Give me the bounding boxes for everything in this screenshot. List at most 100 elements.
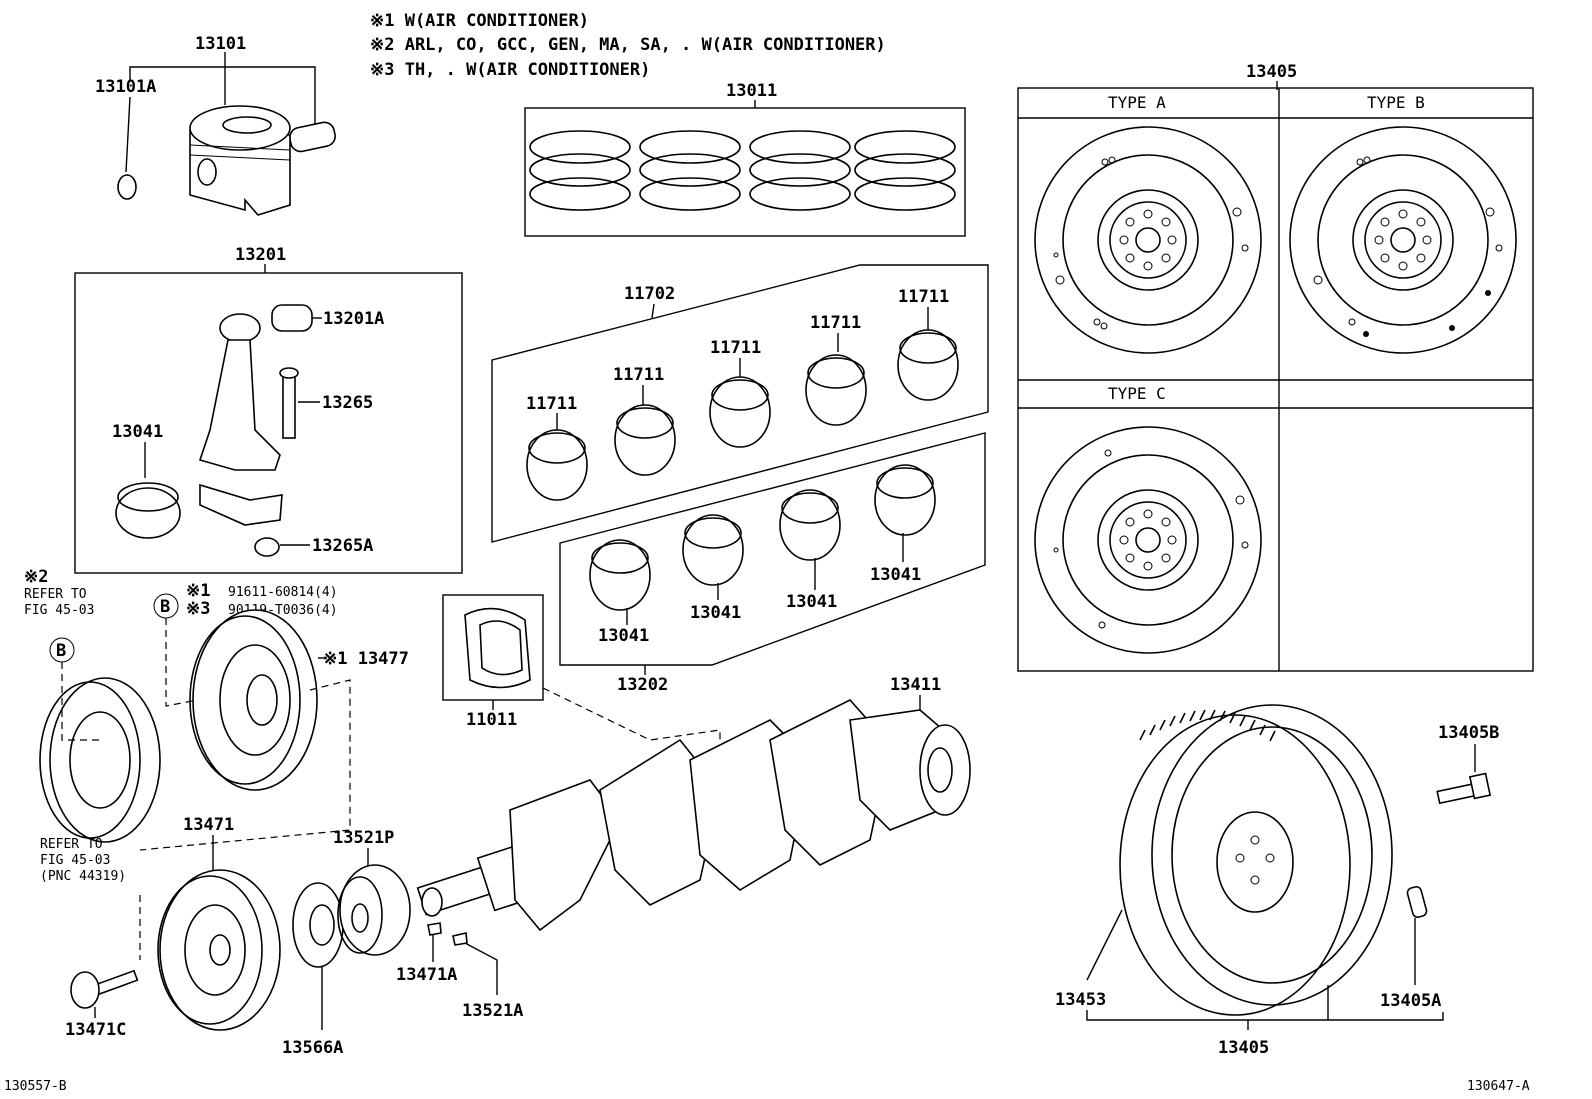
ring-set-2-icon [639,130,741,211]
rod-bearings-group: 13041 13041 13041 13041 13202 [559,432,986,695]
rod-bearing-2-icon [682,514,744,586]
label-13405-bottom[interactable]: 13405 [1218,1038,1269,1058]
label-13041-1[interactable]: 13041 [598,626,649,646]
pulley-13477-icon [189,609,318,791]
label-11711-2[interactable]: 11711 [613,365,664,385]
piston-group: 13101 13101A [95,34,336,216]
label-13041-rod[interactable]: 13041 [112,422,163,442]
note-3: ※3 TH, . W(AIR CONDITIONER) [370,60,650,80]
label-11711-4[interactable]: 11711 [810,313,861,333]
label-13471c[interactable]: 13471C [65,1020,126,1040]
key-13521a-icon [452,932,468,946]
main-bearing-5-icon [897,329,959,401]
label-13411[interactable]: 13411 [890,675,941,695]
label-13101a[interactable]: 13101A [95,77,156,97]
note-1: ※1 W(AIR CONDITIONER) [370,11,589,31]
label-13521p[interactable]: 13521P [333,828,394,848]
flywheel-bolt-icon [1436,772,1492,805]
label-13453[interactable]: 13453 [1055,990,1106,1010]
flywheel-group: 13453 13405 13405B 13405A [1055,704,1499,1058]
bolts-note-mark1: ※1 [186,581,210,601]
label-11711-3[interactable]: 11711 [710,338,761,358]
ring-set-1-icon [529,130,631,211]
crank-front-group: 13471 13471C 13566A 13521P 1 [65,815,523,1058]
label-13405-top[interactable]: 13405 [1246,62,1297,82]
refer-bottom-line3[interactable]: (PNC 44319) [40,869,126,884]
main-bearing-3-icon [709,376,771,448]
label-13405b[interactable]: 13405B [1438,723,1499,743]
piston-rings-group: 13011 [524,81,966,237]
snap-ring-icon [117,174,137,200]
label-13101[interactable]: 13101 [195,34,246,54]
rod-bearing-icon [115,482,181,539]
pulley-left-icon [39,677,161,843]
label-11711-1[interactable]: 11711 [526,394,577,414]
label-13471a[interactable]: 13471A [396,965,457,985]
label-13265a[interactable]: 13265A [312,536,373,556]
label-13041-4[interactable]: 13041 [870,565,921,585]
label-13041-2[interactable]: 13041 [690,603,741,623]
timing-gear-icon [337,864,411,956]
rod-nut-icon [254,537,280,557]
label-13265[interactable]: 13265 [322,393,373,413]
bolts-note-line1[interactable]: 91611-60814(4) [228,585,338,600]
flywheel-type-b-icon [1289,126,1517,354]
label-11711-5[interactable]: 11711 [898,287,949,307]
label-13477[interactable]: ※1 13477 [323,649,409,669]
footer-left-id: 130557-B [4,1079,67,1094]
callout-b-mid-text: B [160,597,170,617]
callout-b-left-text: B [56,641,66,661]
rod-bearing-4-icon [874,464,936,536]
flywheel-types-group: 13405 TYPE A TYPE B TYPE C [1017,62,1534,672]
label-13566a[interactable]: 13566A [282,1038,343,1058]
label-13011[interactable]: 13011 [726,81,777,101]
ring-set-3-icon [749,130,851,211]
connecting-rod-group: 13201 13201A 13265 13041 13265A [74,245,463,574]
main-bearings-group: 11702 11711 11711 11711 11711 11711 [491,264,989,543]
type-c-header: TYPE C [1108,384,1166,403]
spacer-icon [292,882,344,968]
label-13471[interactable]: 13471 [183,815,234,835]
note-2: ※2 ARL, CO, GCC, GEN, MA, SA, . W(AIR CO… [370,35,886,55]
rod-bearing-1-icon [589,539,651,611]
type-b-header: TYPE B [1367,93,1425,112]
refer-top-line2[interactable]: FIG 45-03 [24,603,94,618]
label-13201[interactable]: 13201 [235,245,286,265]
main-bearing-2-icon [614,404,676,476]
notes-block: ※1 W(AIR CONDITIONER) ※2 ARL, CO, GCC, G… [370,11,886,80]
label-13041-3[interactable]: 13041 [786,592,837,612]
rod-bearing-box [559,432,986,666]
rod-bearing-3-icon [779,489,841,561]
refer-bottom-line2[interactable]: FIG 45-03 [40,853,110,868]
refer-top-mark: ※2 [24,567,48,587]
bushing-icon [271,304,313,332]
pulleys-group: ※2 REFER TO FIG 45-03 B B ※1 ※3 91611-60… [24,567,409,884]
flywheel-type-c-icon [1034,426,1262,654]
label-13202[interactable]: 13202 [617,675,668,695]
rod-bolt-icon [282,372,296,439]
label-13201a[interactable]: 13201A [323,309,384,329]
crankshaft-icon [416,699,971,932]
bolts-note-mark3: ※3 [186,599,210,619]
key-13471a-icon [427,922,442,936]
ring-set-4-icon [854,130,956,211]
main-bearing-1-icon [526,429,588,501]
label-11011[interactable]: 11011 [466,710,517,730]
label-11702[interactable]: 11702 [624,284,675,304]
crank-pulley-icon [157,869,281,1031]
pulley-bolt-icon [70,969,139,1009]
refer-bottom-line1[interactable]: REFER TO [40,837,103,852]
flywheel-type-a-icon [1034,126,1262,354]
thrust-washer-icon [464,607,531,689]
thrust-washer-group: 11011 [442,594,721,760]
refer-top-line1[interactable]: REFER TO [24,587,87,602]
flywheel-icon [1119,704,1393,1016]
piston-icon [189,105,336,216]
ring-set-box [524,107,966,237]
main-bearing-box [491,264,989,543]
crankshaft-group: 13411 [416,675,971,932]
label-13405a[interactable]: 13405A [1380,991,1441,1011]
label-13521a[interactable]: 13521A [462,1001,523,1021]
flywheel-pin-icon [1406,886,1428,918]
